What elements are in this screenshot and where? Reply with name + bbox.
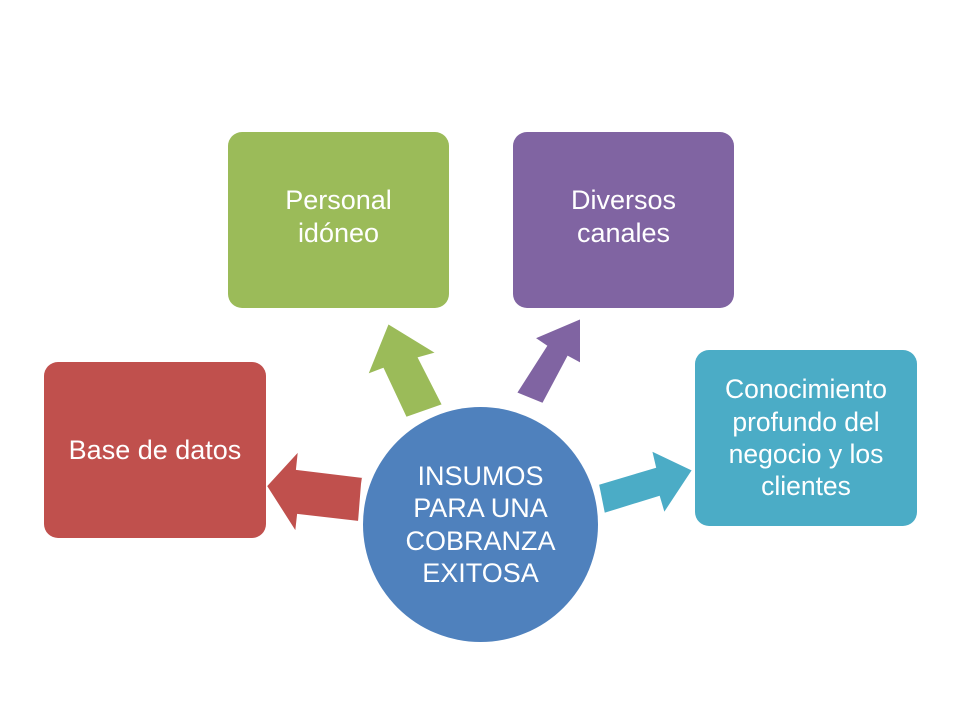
node-base-de-datos-label: Base de datos [68, 434, 242, 465]
center-circle-label: INSUMOS PARA UNA COBRANZA EXITOSA [405, 460, 556, 588]
arrow-to-personal-idoneo [365, 321, 445, 420]
node-conocimiento-label: Conocimiento profundo del negocio y los … [724, 374, 888, 502]
node-diversos-canales-label: Diversos canales [570, 185, 677, 248]
node-personal-idoneo-label: Personal idóneo [285, 185, 392, 248]
node-conocimiento: Conocimiento profundo del negocio y los … [695, 350, 917, 526]
arrow-to-conocimiento [596, 448, 695, 517]
arrow-to-base-de-datos [264, 447, 365, 536]
center-circle: INSUMOS PARA UNA COBRANZA EXITOSA [363, 407, 598, 642]
arrow-to-diversos-canales [514, 316, 582, 406]
node-diversos-canales: Diversos canales [513, 132, 734, 308]
node-base-de-datos: Base de datos [44, 362, 266, 538]
node-personal-idoneo: Personal idóneo [228, 132, 449, 308]
